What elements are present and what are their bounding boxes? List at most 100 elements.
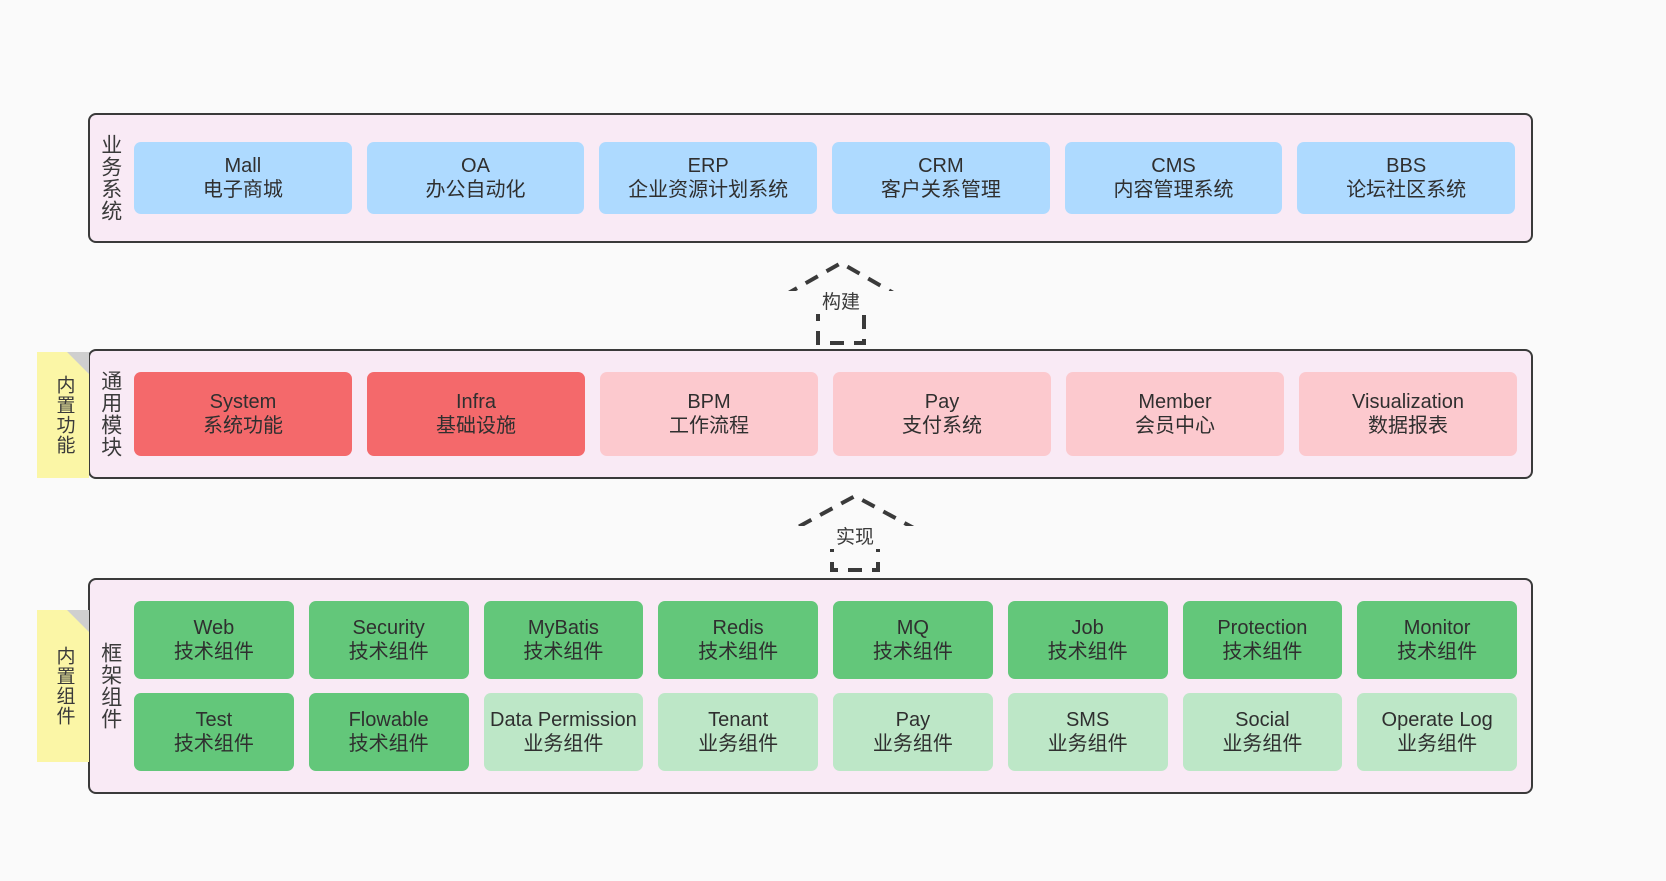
box-title-cn: 业务组件 [1397,733,1478,755]
common-module-row: System 系统功能 Infra 基础设施 BPM 工作流程 Pay 支付系统… [134,372,1517,456]
box-title-en: Member [1138,390,1212,413]
module-box-infra[interactable]: Infra 基础设施 [367,372,585,456]
box-title-cn: 技术组件 [1397,641,1478,663]
business-system-row: Mall 电子商城 OA 办公自动化 ERP 企业资源计划系统 CRM 客户关系… [134,142,1516,214]
box-title-cn: 业务组件 [872,733,953,755]
box-title-cn: 基础设施 [436,415,516,437]
box-title-cn: 技术组件 [872,641,953,663]
layer-framework-component: 框架组件 Web 技术组件 Security 技术组件 MyBatis 技术组件… [88,578,1533,794]
box-title-cn: 工作流程 [669,415,749,437]
module-box-member[interactable]: Member 会员中心 [1066,372,1284,456]
box-title-en: System [209,390,277,413]
box-title-en: Visualization [1352,390,1464,413]
component-box-pay[interactable]: Pay 业务组件 [833,693,993,771]
connector-label-implement: 实现 [770,526,940,549]
module-box-visualization[interactable]: Visualization 数据报表 [1299,372,1517,456]
component-box-mq[interactable]: MQ 技术组件 [833,601,993,679]
box-title-cn: 技术组件 [698,641,779,663]
layer-common-module: 通用模块 System 系统功能 Infra 基础设施 BPM 工作流程 Pay [88,349,1533,479]
box-title-cn: 业务组件 [1047,733,1128,755]
box-title-en: BBS [1386,154,1427,177]
sticky-note-builtin-function: 内置功能 [37,352,89,478]
box-title-cn: 电子商城 [202,179,283,201]
component-box-data-permission[interactable]: Data Permission 业务组件 [483,693,644,771]
box-title-cn: 数据报表 [1368,415,1448,437]
box-title-en: Pay [924,390,960,413]
box-title-en: Pay [895,708,931,731]
layer-title-common-module: 通用模块 [98,370,122,458]
module-box-bpm[interactable]: BPM 工作流程 [600,372,818,456]
component-box-tenant[interactable]: Tenant 业务组件 [658,693,818,771]
box-title-en: Security [352,616,425,639]
box-title-en: Flowable [348,708,429,731]
layer-business-system: 业务系统 Mall 电子商城 OA 办公自动化 ERP 企业资源计划系统 CRM [88,113,1533,243]
box-title-en: Social [1235,708,1290,731]
box-title-en: Operate Log [1381,708,1493,731]
box-title-cn: 业务组件 [698,733,779,755]
box-title-en: BPM [687,390,731,413]
box-title-cn: 技术组件 [173,641,254,663]
module-box-pay[interactable]: Pay 支付系统 [833,372,1051,456]
layer-title-framework-component: 框架组件 [98,642,122,730]
box-title-cn: 技术组件 [523,641,604,663]
component-box-test[interactable]: Test 技术组件 [134,693,294,771]
business-box-oa[interactable]: OA 办公自动化 [366,142,585,214]
box-title-en: Web [193,616,235,639]
business-box-mall[interactable]: Mall 电子商城 [134,142,352,214]
box-title-cn: 技术组件 [348,641,429,663]
box-title-en: Protection [1217,616,1308,639]
framework-component-row-1: Web 技术组件 Security 技术组件 MyBatis 技术组件 Redi… [134,601,1517,679]
business-box-cms[interactable]: CMS 内容管理系统 [1064,142,1283,214]
box-title-en: Test [195,708,233,731]
box-title-en: MQ [896,616,929,639]
box-title-cn: 内容管理系统 [1113,179,1234,201]
box-title-en: OA [461,154,490,177]
sticky-note-label: 内置功能 [53,375,75,455]
component-box-job[interactable]: Job 技术组件 [1007,601,1168,679]
component-box-sms[interactable]: SMS 业务组件 [1007,693,1168,771]
box-title-en: Tenant [708,708,769,731]
sticky-note-builtin-component: 内置组件 [37,610,89,762]
box-title-cn: 论坛社区系统 [1346,179,1467,201]
box-title-cn: 技术组件 [173,733,254,755]
box-title-cn: 客户关系管理 [880,179,1001,201]
box-title-cn: 技术组件 [1047,641,1128,663]
connector-implement: 实现 [770,492,940,572]
framework-component-row-2: Test 技术组件 Flowable 技术组件 Data Permission … [134,693,1517,771]
layer-body-common-module: System 系统功能 Infra 基础设施 BPM 工作流程 Pay 支付系统… [130,351,1531,477]
box-title-en: SMS [1065,708,1110,731]
layer-title-business-system: 业务系统 [98,134,122,222]
business-box-crm[interactable]: CRM 客户关系管理 [832,142,1050,214]
business-box-erp[interactable]: ERP 企业资源计划系统 [599,142,818,214]
layer-body-business-system: Mall 电子商城 OA 办公自动化 ERP 企业资源计划系统 CRM 客户关系… [130,115,1531,241]
component-box-protection[interactable]: Protection 技术组件 [1182,601,1343,679]
connector-label-build: 构建 [756,291,926,314]
box-title-cn: 技术组件 [348,733,429,755]
box-title-en: Redis [712,616,764,639]
box-title-cn: 业务组件 [523,733,604,755]
box-title-en: Monitor [1403,616,1471,639]
component-box-redis[interactable]: Redis 技术组件 [658,601,818,679]
box-title-en: CRM [918,154,964,177]
box-title-cn: 系统功能 [203,415,283,437]
box-title-cn: 业务组件 [1222,733,1303,755]
component-box-mybatis[interactable]: MyBatis 技术组件 [483,601,644,679]
box-title-en: ERP [687,154,729,177]
box-title-en: Infra [455,390,497,413]
box-title-cn: 会员中心 [1135,415,1215,437]
box-title-en: CMS [1151,154,1196,177]
box-title-en: Data Permission [490,708,637,731]
component-box-security[interactable]: Security 技术组件 [308,601,469,679]
component-box-operate-log[interactable]: Operate Log 业务组件 [1357,693,1517,771]
box-title-en: Job [1071,616,1104,639]
box-title-cn: 企业资源计划系统 [628,179,789,201]
component-box-flowable[interactable]: Flowable 技术组件 [308,693,469,771]
module-box-system[interactable]: System 系统功能 [134,372,352,456]
component-box-web[interactable]: Web 技术组件 [134,601,294,679]
box-title-en: MyBatis [527,616,599,639]
component-box-monitor[interactable]: Monitor 技术组件 [1357,601,1517,679]
business-box-bbs[interactable]: BBS 论坛社区系统 [1297,142,1516,214]
component-box-social[interactable]: Social 业务组件 [1182,693,1343,771]
box-title-cn: 技术组件 [1222,641,1303,663]
